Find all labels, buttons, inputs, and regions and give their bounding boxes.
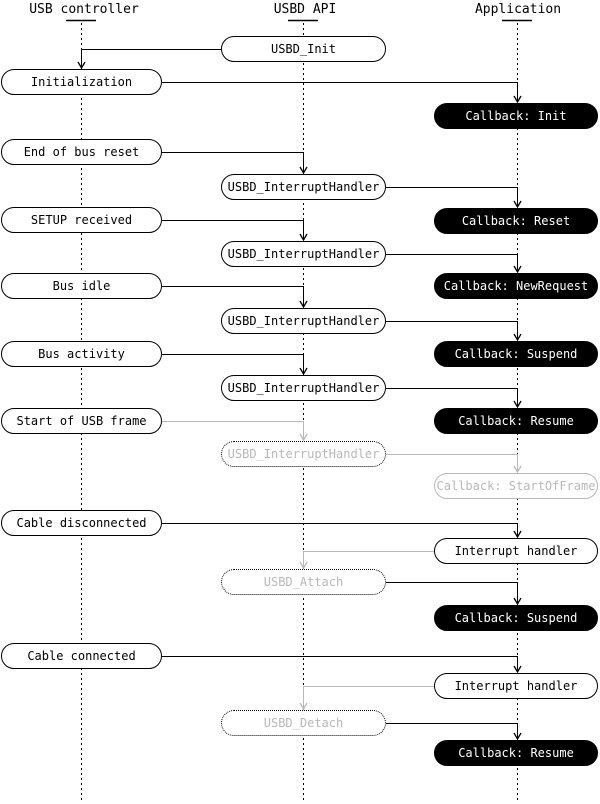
arrowhead-initialization bbox=[77, 61, 86, 70]
arrowhead-ih2 bbox=[299, 233, 308, 242]
node-ih1: USBD_InterruptHandler bbox=[221, 174, 386, 200]
node-ih2: USBD_InterruptHandler bbox=[221, 241, 386, 267]
node-usbd_detach: USBD_Detach bbox=[221, 710, 386, 736]
node-usbd_init: USBD_Init bbox=[221, 36, 386, 62]
connector-ih5-to-cb_startofframe bbox=[386, 454, 518, 472]
node-ih5: USBD_InterruptHandler bbox=[221, 441, 386, 467]
node-cb_resume2: Callback: Resume bbox=[434, 740, 598, 766]
node-ih4: USBD_InterruptHandler bbox=[221, 375, 386, 401]
node-end_of_bus_reset: End of bus reset bbox=[1, 139, 162, 165]
node-cb_resume1: Callback: Resume bbox=[434, 408, 598, 434]
node-ih3: USBD_InterruptHandler bbox=[221, 308, 386, 334]
arrowhead-ih4 bbox=[299, 367, 308, 376]
arrowhead-usbd_attach bbox=[299, 561, 308, 570]
arrowhead-cb_startofframe bbox=[513, 465, 522, 474]
arrowhead-cb_newrequest bbox=[513, 265, 522, 274]
node-usbd_attach: USBD_Attach bbox=[221, 569, 386, 595]
node-cable_connected: Cable connected bbox=[1, 643, 162, 669]
connector-setup_received-to-ih2 bbox=[162, 220, 304, 240]
node-cb_reset: Callback: Reset bbox=[434, 208, 598, 234]
connector-usbd_init-to-initialization bbox=[81, 49, 221, 68]
lane-header-application: Application bbox=[474, 2, 562, 17]
node-initialization: Initialization bbox=[1, 69, 162, 95]
node-cb_suspend1: Callback: Suspend bbox=[434, 341, 598, 367]
arrowhead-int_handler1 bbox=[513, 530, 522, 539]
arrowhead-cb_resume2 bbox=[513, 732, 522, 741]
connector-cable_disconnected-to-int_handler1 bbox=[162, 523, 518, 537]
node-start_of_usb_frame: Start of USB frame bbox=[1, 408, 162, 434]
arrowhead-ih3 bbox=[299, 300, 308, 309]
arrowhead-ih1 bbox=[299, 166, 308, 175]
arrowhead-usbd_detach bbox=[299, 702, 308, 711]
node-cb_suspend2: Callback: Suspend bbox=[434, 605, 598, 631]
arrowhead-cb_init bbox=[513, 95, 522, 104]
connector-bus_activity-to-ih4 bbox=[162, 354, 304, 374]
node-bus_activity: Bus activity bbox=[1, 341, 162, 367]
connector-cable_connected-to-int_handler2 bbox=[162, 656, 518, 672]
node-cb_startofframe: Callback: StartOfFrame bbox=[434, 473, 598, 499]
lane-header-usb-controller: USB controller bbox=[29, 2, 139, 17]
node-bus_idle: Bus idle bbox=[1, 273, 162, 299]
connector-end_of_bus_reset-to-ih1 bbox=[162, 152, 304, 173]
connector-bus_idle-to-ih3 bbox=[162, 286, 304, 307]
arrowhead-cb_suspend1 bbox=[513, 333, 522, 342]
connector-usbd_detach-to-cb_resume2 bbox=[386, 723, 518, 739]
arrowhead-cb_suspend2 bbox=[513, 597, 522, 606]
lane-header-usbd-api: USBD API bbox=[273, 2, 337, 17]
arrowhead-int_handler2 bbox=[513, 665, 522, 674]
connector-ih3-to-cb_suspend1 bbox=[386, 321, 518, 340]
connector-ih4-to-cb_resume1 bbox=[386, 388, 518, 407]
arrowhead-cb_reset bbox=[513, 200, 522, 209]
node-int_handler2: Interrupt handler bbox=[434, 673, 598, 699]
node-setup_received: SETUP received bbox=[1, 207, 162, 233]
node-cb_init: Callback: Init bbox=[434, 103, 598, 129]
arrowhead-ih5 bbox=[299, 433, 308, 442]
connector-ih2-to-cb_newrequest bbox=[386, 254, 518, 272]
node-cable_disconnected: Cable disconnected bbox=[1, 510, 162, 536]
connector-initialization-to-cb_init bbox=[162, 82, 518, 102]
connector-start_of_usb_frame-to-ih5 bbox=[162, 421, 304, 440]
node-int_handler1: Interrupt handler bbox=[434, 538, 598, 564]
arrowhead-cb_resume1 bbox=[513, 400, 522, 409]
connector-usbd_attach-to-cb_suspend2 bbox=[386, 582, 518, 604]
connector-int_handler1-to-usbd_attach bbox=[303, 551, 434, 568]
connector-ih1-to-cb_reset bbox=[386, 187, 518, 207]
connector-int_handler2-to-usbd_detach bbox=[303, 686, 434, 709]
node-cb_newrequest: Callback: NewRequest bbox=[434, 273, 598, 299]
